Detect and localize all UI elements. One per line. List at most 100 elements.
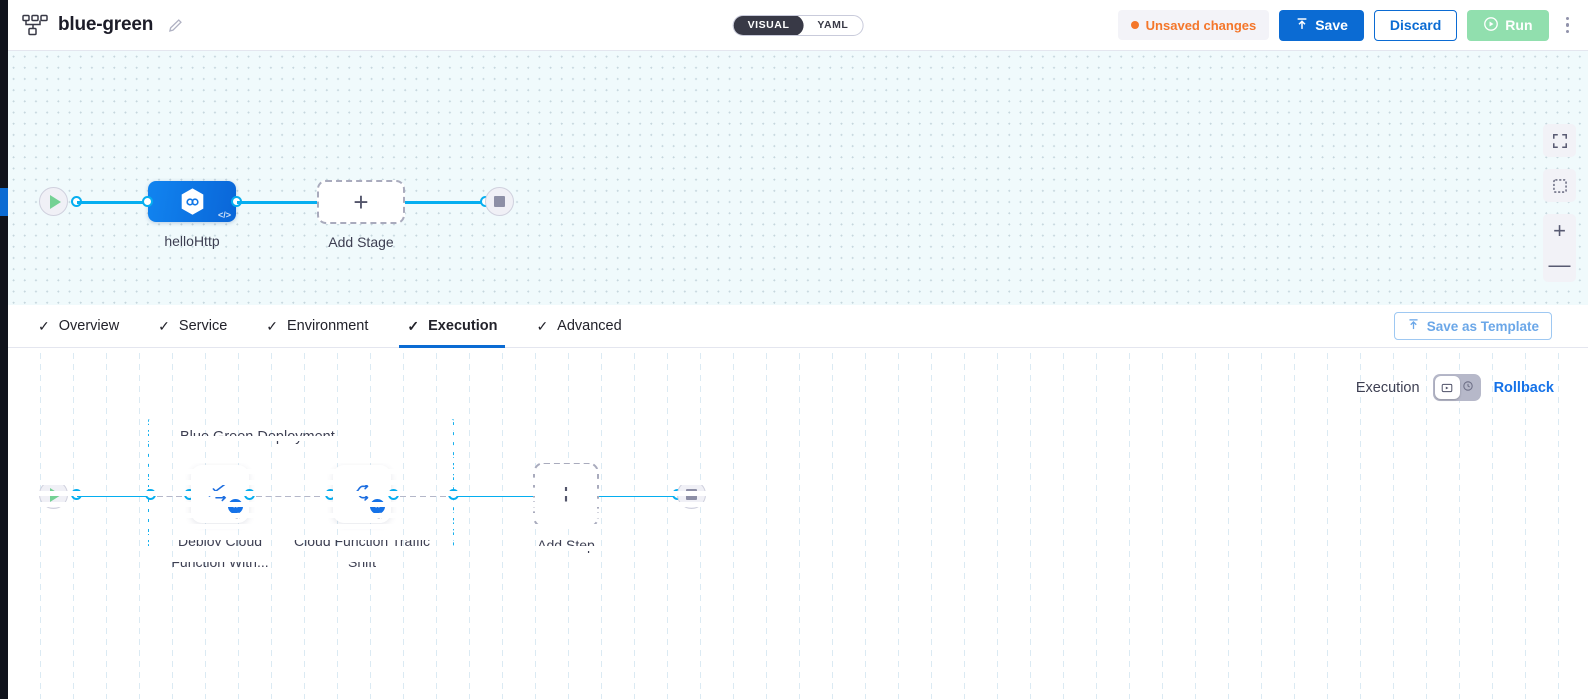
tab-visual[interactable]: VISUAL xyxy=(733,15,804,35)
step-graph-canvas[interactable]: Blue Green Deployment •• </> Deploy Clou… xyxy=(8,348,1588,699)
unsaved-label: Unsaved changes xyxy=(1145,17,1257,33)
page-title: blue-green xyxy=(58,14,154,35)
check-icon: ✓ xyxy=(536,317,549,334)
tab-advanced[interactable]: ✓ Advanced xyxy=(536,305,621,348)
code-badge-icon: </> xyxy=(372,511,386,521)
zoom-in-button[interactable]: + xyxy=(1553,218,1566,244)
stop-icon xyxy=(485,187,514,216)
tab-service[interactable]: ✓ Service xyxy=(158,305,227,348)
stage-node-hellohttp[interactable]: </> helloHttp xyxy=(148,181,236,249)
add-step-label: Add Step xyxy=(537,537,595,553)
stage-node-in-port[interactable] xyxy=(142,196,153,207)
group-title: Blue Green Deployment xyxy=(161,429,335,445)
run-label: Run xyxy=(1505,17,1533,33)
fit-to-screen-icon[interactable] xyxy=(1543,169,1576,202)
check-icon: ✓ xyxy=(38,317,50,334)
zoom-out-button[interactable]: — xyxy=(1548,252,1571,278)
stage-group-blue-green-deployment[interactable]: Blue Green Deployment xyxy=(148,418,454,551)
rollback-label[interactable]: Rollback xyxy=(1493,379,1554,396)
stage-node-label: helloHttp xyxy=(164,233,220,249)
step-1-out-port[interactable] xyxy=(244,489,255,500)
rollback-icon xyxy=(1462,379,1474,397)
save-as-template-label: Save as Template xyxy=(1426,318,1539,334)
stop-icon xyxy=(677,480,706,509)
execution-toggle[interactable] xyxy=(1432,374,1481,401)
toolbar-right-group: Unsaved changes Save Discard Run xyxy=(1117,9,1588,41)
stage-graph-canvas[interactable]: </> helloHttp + Add Stage + — xyxy=(8,51,1588,305)
add-step-node[interactable]: + Add Step xyxy=(533,462,599,553)
tab-label: Execution xyxy=(428,318,498,334)
tab-label: Service xyxy=(178,318,228,334)
step-edge-dash-1 xyxy=(157,495,182,497)
execution-icon xyxy=(1434,376,1460,399)
tab-environment[interactable]: ✓ Environment xyxy=(266,305,368,348)
canvas-controls: + — xyxy=(1543,124,1576,282)
step-node-deploy-cloud-function[interactable]: •• </> Deploy Cloud Function With... xyxy=(171,465,269,570)
group-in-port[interactable] xyxy=(145,489,156,500)
upload-icon xyxy=(1407,318,1420,334)
runtime-badge-icon: •• xyxy=(228,499,243,514)
section-tabs: ✓ Overview ✓ Service ✓ Environment ✓ Exe… xyxy=(8,305,1588,348)
left-rail-active-indicator xyxy=(0,188,8,216)
step-node-label: Deploy Cloud Function With... xyxy=(171,533,269,570)
add-stage-node[interactable]: + Add Stage xyxy=(317,180,405,250)
add-stage-label: Add Stage xyxy=(328,234,394,250)
step-2-out-port[interactable] xyxy=(388,489,399,500)
stage-edge-3 xyxy=(405,201,484,204)
step-edge-dash-3 xyxy=(400,495,446,497)
step-start-node[interactable] xyxy=(39,480,68,509)
pipeline-icon xyxy=(22,14,48,36)
kebab-menu-icon[interactable] xyxy=(1559,12,1577,39)
run-button[interactable]: Run xyxy=(1467,9,1549,41)
code-badge-icon: </> xyxy=(217,210,231,220)
runtime-badge-icon: •• xyxy=(370,499,385,514)
unsaved-dot-icon xyxy=(1130,21,1139,29)
tab-execution[interactable]: ✓ Execution xyxy=(399,305,506,348)
play-icon xyxy=(39,480,68,509)
step-edge-add xyxy=(457,494,534,497)
zoom-controls[interactable]: + — xyxy=(1543,214,1576,282)
save-button[interactable]: Save xyxy=(1279,9,1364,41)
toolbar-left-group: blue-green xyxy=(8,14,183,36)
tab-label: Environment xyxy=(287,318,369,334)
step-node-label: Cloud Function Traffic Shift xyxy=(294,533,430,570)
top-toolbar: blue-green VISUAL YAML Unsaved changes S… xyxy=(8,0,1588,51)
fullscreen-icon[interactable] xyxy=(1543,124,1576,157)
stage-edge-2 xyxy=(237,201,317,204)
step-end-node[interactable] xyxy=(677,480,706,509)
execution-label: Execution xyxy=(1355,379,1420,396)
check-icon: ✓ xyxy=(266,317,278,334)
tab-yaml[interactable]: YAML xyxy=(817,19,849,31)
tab-label: Overview xyxy=(58,318,120,334)
plus-icon[interactable]: + xyxy=(533,462,599,528)
group-title-label: Blue Green Deployment xyxy=(180,429,335,445)
view-mode-toggle[interactable]: VISUAL YAML xyxy=(732,14,864,36)
play-circle-icon xyxy=(1483,16,1499,35)
stage-start-node[interactable] xyxy=(39,187,68,216)
link-hexagon-icon xyxy=(179,187,206,217)
step-edge-start xyxy=(77,494,154,497)
upload-icon xyxy=(1295,17,1309,34)
traffic-shift-icon xyxy=(347,477,377,512)
execution-rollback-switch: Execution Rollback xyxy=(1356,374,1554,401)
status-badge-unsaved-changes: Unsaved changes xyxy=(1117,10,1270,40)
step-node-cloud-function-traffic-shift[interactable]: •• </> Cloud Function Traffic Shift xyxy=(294,465,430,570)
plus-icon[interactable]: + xyxy=(317,180,405,224)
tab-label: Advanced xyxy=(557,318,622,334)
step-edge-dash-2 xyxy=(256,495,320,497)
discard-button[interactable]: Discard xyxy=(1373,9,1458,41)
collapse-icon[interactable] xyxy=(161,436,174,438)
save-label: Save xyxy=(1315,17,1348,33)
left-nav-rail[interactable] xyxy=(0,0,8,699)
check-icon: ✓ xyxy=(407,317,420,334)
save-as-template-button[interactable]: Save as Template xyxy=(1393,312,1552,340)
deploy-function-icon xyxy=(205,477,235,512)
pencil-icon[interactable] xyxy=(168,18,183,33)
check-icon: ✓ xyxy=(158,317,170,334)
tab-overview[interactable]: ✓ Overview xyxy=(38,305,119,348)
play-icon xyxy=(39,187,68,216)
code-badge-icon: </> xyxy=(230,511,244,521)
step-edge-end xyxy=(599,494,677,497)
stage-end-node[interactable] xyxy=(485,187,514,216)
stage-edge-1 xyxy=(77,201,152,204)
